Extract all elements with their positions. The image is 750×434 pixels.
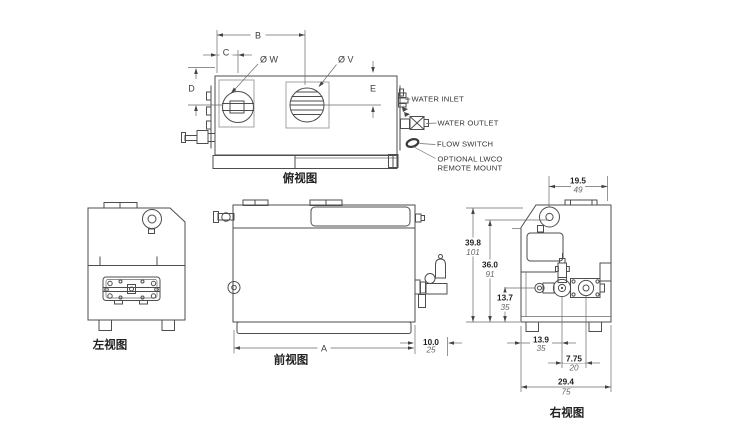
front-view-body [232, 204, 416, 323]
svg-text:Ø W: Ø W [260, 55, 279, 65]
svg-text:10.0: 10.0 [423, 338, 439, 347]
svg-text:39.8: 39.8 [465, 239, 481, 248]
front-view-title: 前视图 [274, 353, 309, 367]
svg-text:13.9: 13.9 [533, 336, 549, 345]
foot [588, 321, 602, 332]
base-plinth [236, 321, 412, 334]
svg-text:13.7: 13.7 [497, 294, 513, 303]
dim-d: D [188, 67, 223, 116]
gas-pipe-fitting [181, 130, 216, 144]
burner-plate [102, 276, 161, 305]
flow-switch-body [405, 138, 420, 148]
dim-ow: Ø W [231, 55, 279, 93]
opening-w [218, 79, 255, 128]
svg-text:91: 91 [485, 270, 494, 279]
dim-ov: Ø V [318, 55, 354, 87]
stack-collar [142, 209, 162, 229]
foot [525, 321, 539, 332]
foot [98, 319, 112, 331]
top-view-title: 俯视图 [283, 171, 318, 185]
svg-text:E: E [370, 84, 376, 94]
svg-text:7.75: 7.75 [566, 355, 582, 364]
dim-mid-height: 36.0 91 [479, 220, 501, 322]
svg-text:19.5: 19.5 [570, 177, 586, 186]
dim-total-width: 29.4 75 [521, 377, 611, 397]
drain-valve [227, 281, 241, 294]
label-flow-switch: FLOW SWITCH [437, 140, 493, 149]
left-view: 左视图 [87, 202, 186, 352]
svg-text:Ø V: Ø V [338, 55, 354, 65]
label-water-outlet: WATER OUTLET [438, 119, 499, 128]
dim-pump-spacing: 7.75 20 [548, 354, 600, 373]
label-optional-lwco: OPTIONAL LWCO [438, 155, 503, 164]
svg-text:B: B [255, 31, 261, 41]
dim-e: E [324, 61, 381, 118]
dim-top-width: 19.5 49 [548, 176, 608, 207]
dim-low-height: 13.7 35 [494, 287, 516, 322]
label-water-inlet: WATER INLET [412, 95, 465, 104]
svg-text:75: 75 [561, 388, 571, 397]
right-view-title: 右视图 [549, 406, 585, 420]
left-view-title: 左视图 [92, 338, 128, 352]
svg-text:20: 20 [568, 364, 579, 373]
dim-c: C [203, 47, 252, 73]
front-view: A 10.0 25 前视图 [213, 199, 462, 367]
right-view: 19.5 49 39.8 101 36.0 91 [462, 176, 612, 420]
svg-text:35: 35 [536, 344, 546, 353]
opening-v [285, 81, 330, 129]
svg-text:25: 25 [425, 346, 436, 355]
right-view-body [520, 204, 612, 323]
svg-text:D: D [188, 84, 195, 94]
dim-pump-offset: 13.9 35 [507, 335, 576, 353]
top-view-base-strip [212, 155, 398, 169]
dim-valve-offset: 10.0 25 [400, 337, 462, 356]
dim-a: A [233, 325, 416, 354]
control-panel [310, 206, 411, 227]
svg-text:A: A [321, 344, 327, 354]
svg-text:29.4: 29.4 [558, 378, 574, 387]
relief-valve-assembly [414, 254, 448, 308]
svg-text:36.0: 36.0 [482, 261, 498, 270]
pump-assembly [534, 253, 605, 298]
svg-text:35: 35 [500, 303, 510, 312]
dim-b: B [216, 29, 306, 85]
foot [161, 319, 175, 331]
left-view-body [87, 207, 186, 321]
svg-text:101: 101 [466, 248, 480, 257]
water-connections [388, 85, 429, 168]
dim-total-height: 39.8 101 [462, 208, 484, 322]
svg-text:49: 49 [573, 186, 583, 195]
stack-collar [539, 206, 560, 228]
junction-panel [526, 232, 564, 262]
top-view: WATER INLET WATER OUTLET FLOW SWITCH OPT… [181, 29, 503, 185]
label-remote-mount: REMOTE MOUNT [438, 164, 503, 173]
svg-text:C: C [223, 48, 230, 58]
